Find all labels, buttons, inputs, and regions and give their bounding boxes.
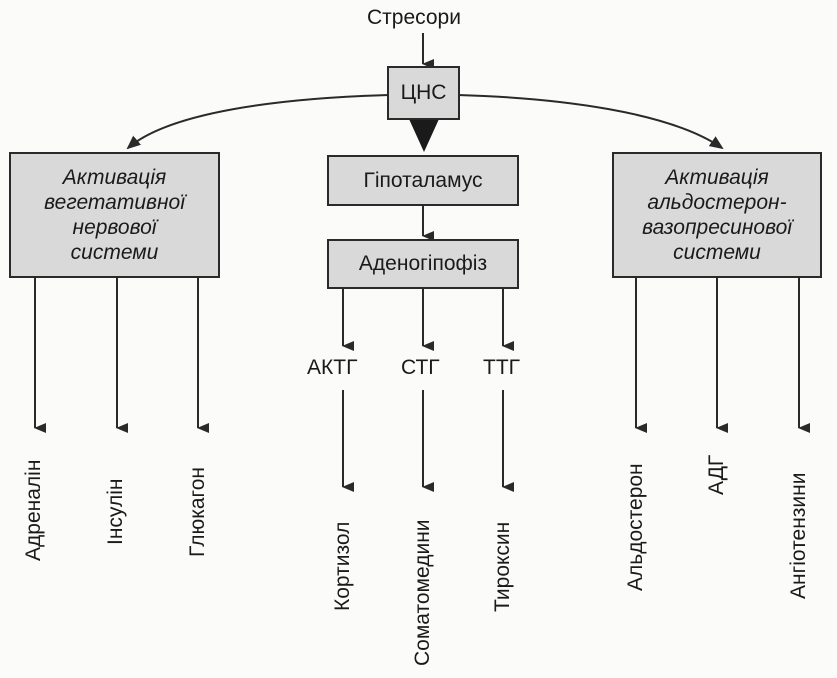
left-box-line-2: вегетативної xyxy=(44,191,185,214)
output-insulin: Інсулін xyxy=(104,478,127,546)
arrow-cns-right-box xyxy=(457,94,724,150)
output-cortisol: Кортизол xyxy=(331,521,354,611)
cns-box: ЦНС xyxy=(387,66,460,120)
right-box-line-1: Активація xyxy=(665,166,769,189)
left-box-line-1: Активація xyxy=(62,166,167,189)
adenohypophysis-box: Аденогіпофіз xyxy=(327,239,519,289)
right-box-line-3: вазопресинової xyxy=(642,216,792,239)
output-adrenaline: Адреналін xyxy=(22,459,45,561)
hormone-actg: АКТГ xyxy=(307,356,358,379)
right-box-line-2: альдостерон- xyxy=(647,191,787,214)
cns-label: ЦНС xyxy=(400,81,447,104)
left-box-line-3: нервової xyxy=(72,216,157,239)
output-adh: АДГ xyxy=(705,454,728,495)
aldosterone-vasopressin-system-box: Активація альдостерон- вазопресинової си… xyxy=(612,152,822,278)
output-somatomedins: Соматомедини xyxy=(411,519,434,666)
left-box-line-4: системи xyxy=(70,241,159,264)
hormone-stg: СТГ xyxy=(401,356,440,379)
right-box-line-4: системи xyxy=(673,241,761,264)
hypothalamus-label: Гіпоталамус xyxy=(363,168,483,192)
stressors-label: Стресори xyxy=(367,6,461,29)
output-aldosterone: Альдостерон xyxy=(624,463,647,591)
hormone-ttg: ТТГ xyxy=(483,356,521,379)
adenohypophysis-label: Аденогіпофіз xyxy=(358,252,488,275)
output-angiotensins: Ангіотензини xyxy=(787,472,810,600)
output-glucagon: Глюкагон xyxy=(186,467,209,557)
arrow-cns-hypothalamus xyxy=(409,119,439,152)
hypothalamus-box: Гіпоталамус xyxy=(327,155,519,206)
output-thyroxine: Тироксин xyxy=(491,521,514,612)
vegetative-nervous-system-box: Активація вегетативної нервової системи xyxy=(9,152,220,278)
arrow-cns-left-box xyxy=(126,94,391,150)
